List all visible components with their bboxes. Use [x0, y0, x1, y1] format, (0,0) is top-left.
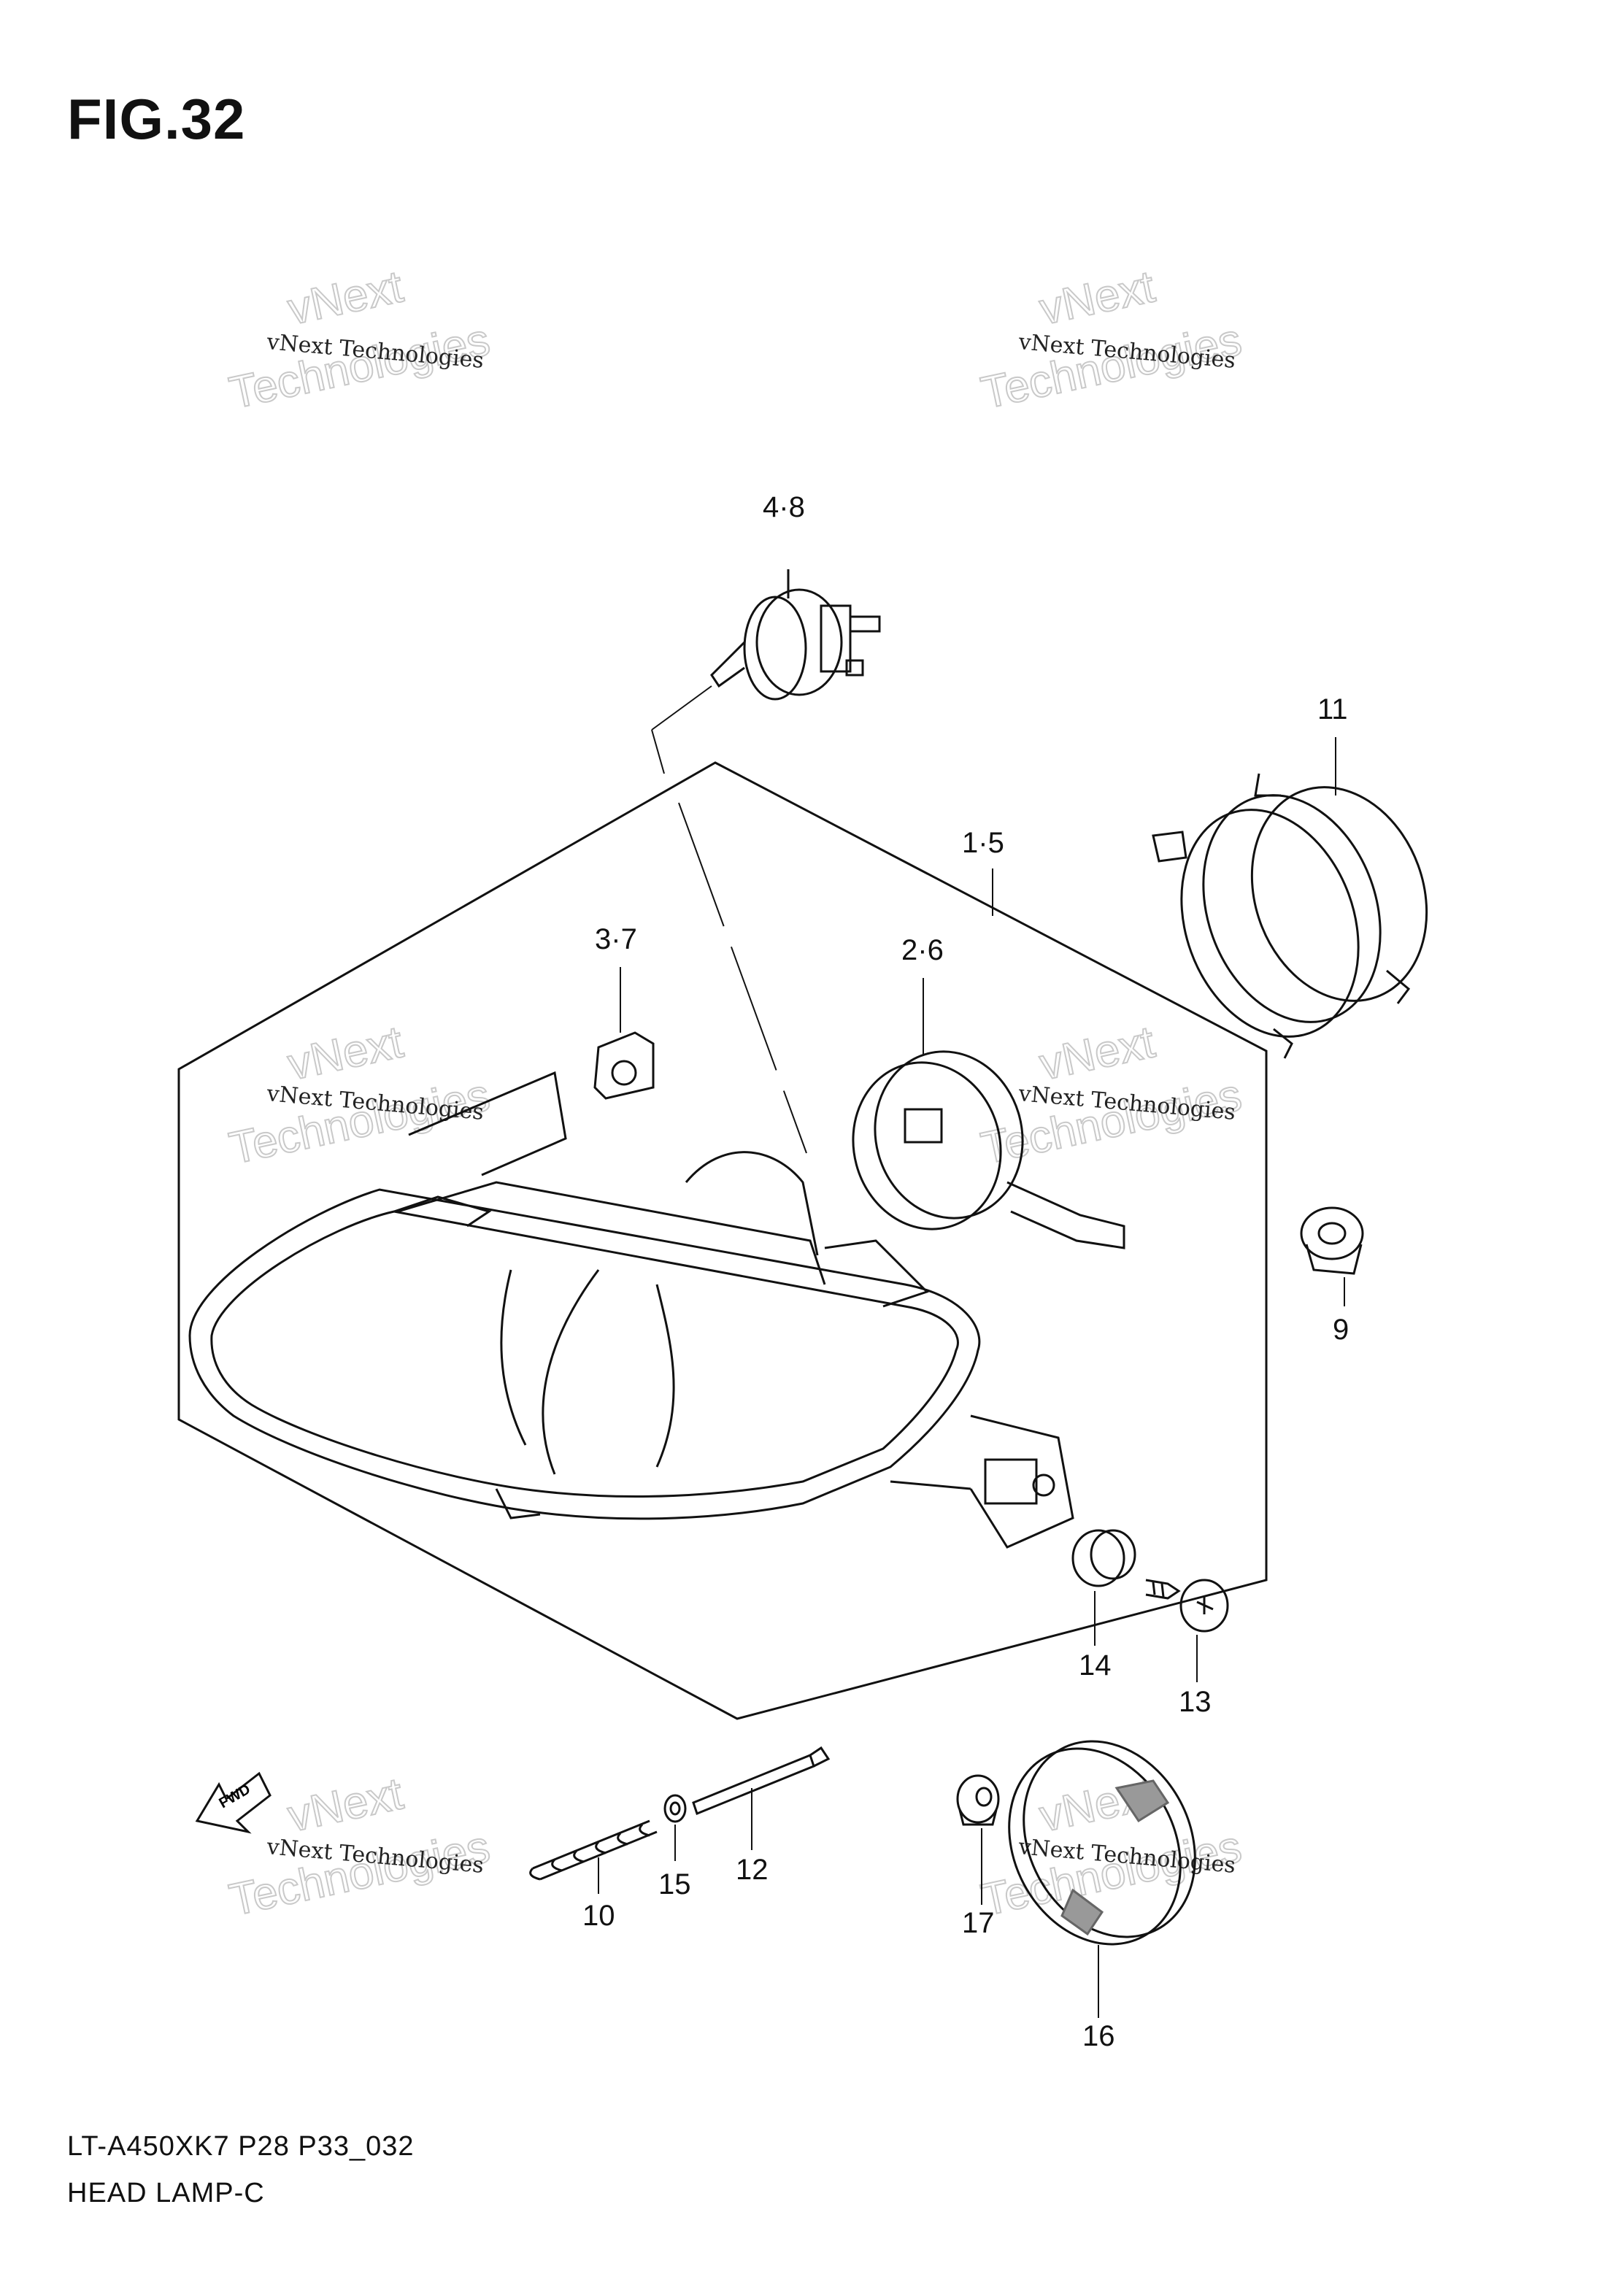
diagram-name: HEAD LAMP-C — [67, 2178, 265, 2208]
callout-2-6: 2·6 — [901, 934, 944, 966]
grommet-part — [1300, 1206, 1364, 1275]
svg-text:vNext: vNext — [1036, 261, 1159, 334]
headlamp-housing — [188, 1071, 1074, 1549]
callout-11: 11 — [1317, 693, 1348, 725]
washer-part — [663, 1794, 687, 1823]
svg-text:vNext: vNext — [284, 1017, 407, 1090]
watermark-top-right: vNext Technologies vNext Technologies — [977, 261, 1247, 419]
bulb-part — [710, 569, 881, 701]
svg-text:vNext: vNext — [284, 1768, 407, 1841]
watermark-bottom-left: vNext Technologies vNext Technologies — [225, 1768, 495, 1926]
callout-15: 15 — [658, 1868, 691, 1900]
watermark-bottom-right: vNext Technologies vNext Technologies — [977, 1768, 1247, 1926]
callout-10: 10 — [582, 1900, 615, 1932]
callout-4-8: 4·8 — [763, 491, 805, 523]
bushing-part — [1071, 1529, 1136, 1587]
watermark-top-left: vNext Technologies vNext Technologies — [225, 261, 495, 419]
bolt-part — [692, 1746, 831, 1815]
watermark-mid-right: vNext Technologies vNext Technologies — [977, 1016, 1247, 1174]
assembly-outline — [177, 761, 1268, 1720]
spring-part — [529, 1819, 658, 1881]
svg-text:vNext: vNext — [284, 261, 407, 334]
callout-9: 9 — [1333, 1314, 1349, 1346]
diagram-code: LT-A450XK7 P28 P33_032 — [67, 2131, 415, 2162]
callout-3-7: 3·7 — [595, 923, 637, 955]
nut-part — [956, 1774, 1000, 1826]
callout-16: 16 — [1082, 2020, 1115, 2052]
clip-part — [593, 1031, 655, 1100]
screw-part — [1145, 1579, 1229, 1633]
callout-1-5: 1·5 — [962, 827, 1004, 859]
leader-4-8-b — [651, 729, 665, 774]
figure-title: FIG.32 — [67, 87, 246, 151]
socket-ring-part — [1152, 773, 1428, 1059]
callout-17: 17 — [962, 1907, 995, 1939]
svg-text:vNext: vNext — [1036, 1017, 1159, 1090]
fwd-arrow-icon: FWD — [195, 1771, 272, 1834]
leader-4-8 — [651, 685, 712, 731]
reflector-part — [1008, 1740, 1196, 1946]
bulb-socket-part — [852, 1050, 1125, 1249]
callout-12: 12 — [736, 1854, 769, 1886]
watermark-mid-left: vNext Technologies vNext Technologies — [225, 1016, 495, 1174]
callout-14: 14 — [1079, 1649, 1112, 1681]
svg-text:FWD: FWD — [217, 1781, 253, 1812]
callout-13: 13 — [1179, 1686, 1212, 1718]
bulb-to-lamp-line — [678, 802, 807, 1154]
